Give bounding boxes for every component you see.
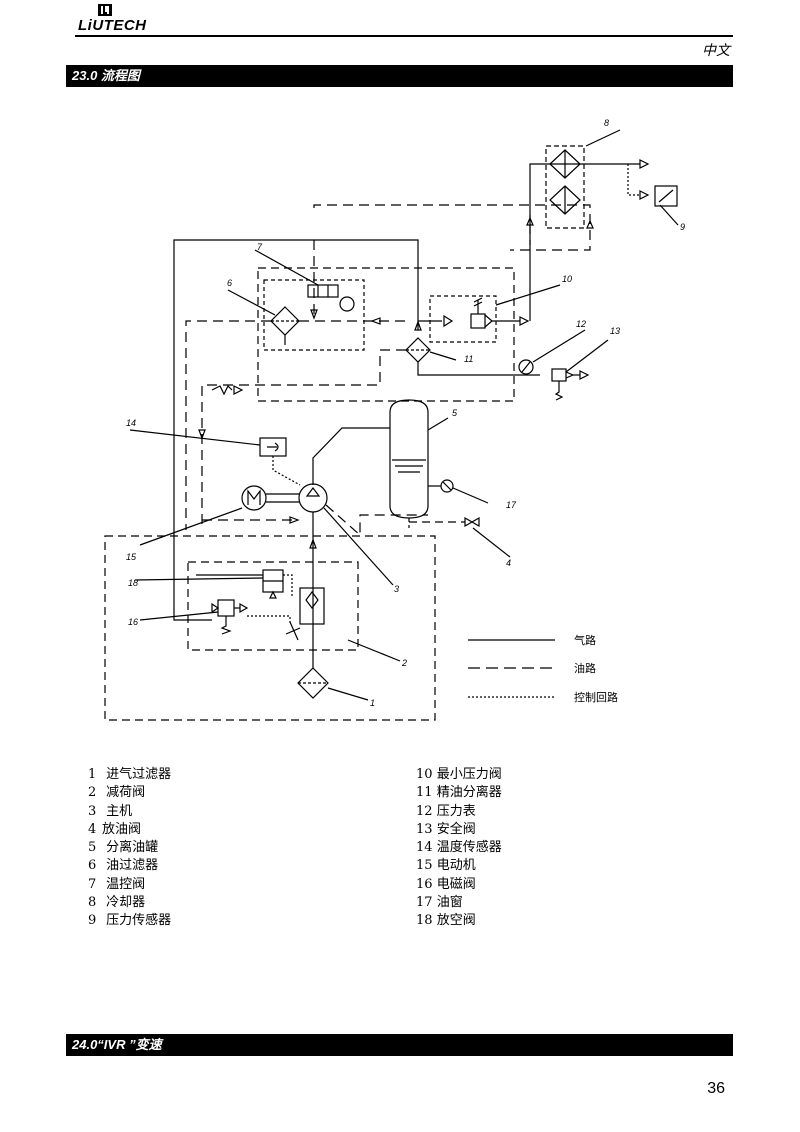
unloader-valve-icon [299, 587, 325, 625]
oil-filter-icon [270, 306, 300, 336]
logo-mark-icon [98, 4, 112, 16]
legend-item: 2 减荷阀 [88, 785, 146, 801]
legend-item: 18 放空阀 [416, 913, 476, 929]
callout-1: 1 [370, 698, 375, 708]
legend-item: 6 油过滤器 [88, 858, 159, 874]
legend-item: 11 精油分离器 [416, 785, 502, 801]
language-label: 中文 [702, 43, 730, 59]
callout-17: 17 [506, 500, 517, 510]
legend-item: 5 分离油罐 [88, 840, 159, 856]
logo-text: LiUTECH [78, 17, 147, 34]
callout-3: 3 [394, 584, 399, 594]
callout-10: 10 [562, 274, 572, 284]
header-rule [75, 35, 733, 37]
section-heading-flowchart: 23.0 流程图 [66, 65, 733, 87]
page-number: 36 [707, 1080, 725, 1097]
callout-8: 8 [604, 118, 609, 128]
legend-item: 12 压力表 [416, 803, 476, 819]
callout-7: 7 [257, 242, 263, 252]
callout-9: 9 [680, 222, 685, 232]
motor-icon [241, 485, 267, 511]
pressure-sensor-icon [654, 185, 678, 207]
legend-item: 10 最小压力阀 [416, 767, 502, 782]
legend-item: 17 油窗 [416, 895, 463, 911]
callout-14: 14 [126, 418, 136, 428]
legend-control-path-label: 控制回路 [574, 690, 618, 704]
callout-13: 13 [610, 326, 620, 336]
legend-item: 3 主机 [88, 803, 133, 819]
legend-column-right: 10 最小压力阀 11 精油分离器 12 压力表 13 安全阀 14 温度传感器… [416, 766, 502, 931]
flow-diagram: 8 9 7 6 10 12 13 11 5 14 17 4 15 18 3 16… [104, 118, 685, 721]
cooler-box [545, 145, 585, 229]
callout-2: 2 [401, 658, 407, 668]
callout-16: 16 [128, 617, 138, 627]
drain-valve-icon [464, 516, 480, 528]
legend-item: 7 温控阀 [88, 876, 146, 892]
callout-6: 6 [227, 278, 232, 288]
section-heading-ivr: 24.0“IVR ”变速 [66, 1034, 733, 1056]
separator-tank-icon [389, 399, 429, 519]
callout-18: 18 [128, 578, 138, 588]
solenoid-valve-icon [217, 599, 235, 617]
legend-item: 15 电动机 [416, 858, 476, 874]
brand-logo: LiUTECH [70, 4, 170, 38]
legend-item: 8 冷却器 [88, 895, 146, 911]
legend-item: 16 电磁阀 [416, 876, 476, 892]
callout-11: 11 [464, 354, 473, 364]
callout-5: 5 [452, 408, 458, 418]
legend-item: 13 安全阀 [416, 821, 476, 837]
legend-item: 9 压力传感器 [88, 913, 172, 929]
pressure-gauge-icon [518, 359, 534, 375]
callout-15: 15 [126, 552, 137, 562]
legend-item: 14 温度传感器 [416, 840, 502, 856]
inlet-filter-icon [297, 667, 329, 699]
legend-item: 1 进气过滤器 [88, 767, 172, 782]
legend-oil-path-label: 油路 [574, 661, 596, 675]
legend-air-path-label: 气路 [574, 633, 596, 647]
callout-12: 12 [576, 319, 586, 329]
callout-4: 4 [506, 558, 511, 568]
